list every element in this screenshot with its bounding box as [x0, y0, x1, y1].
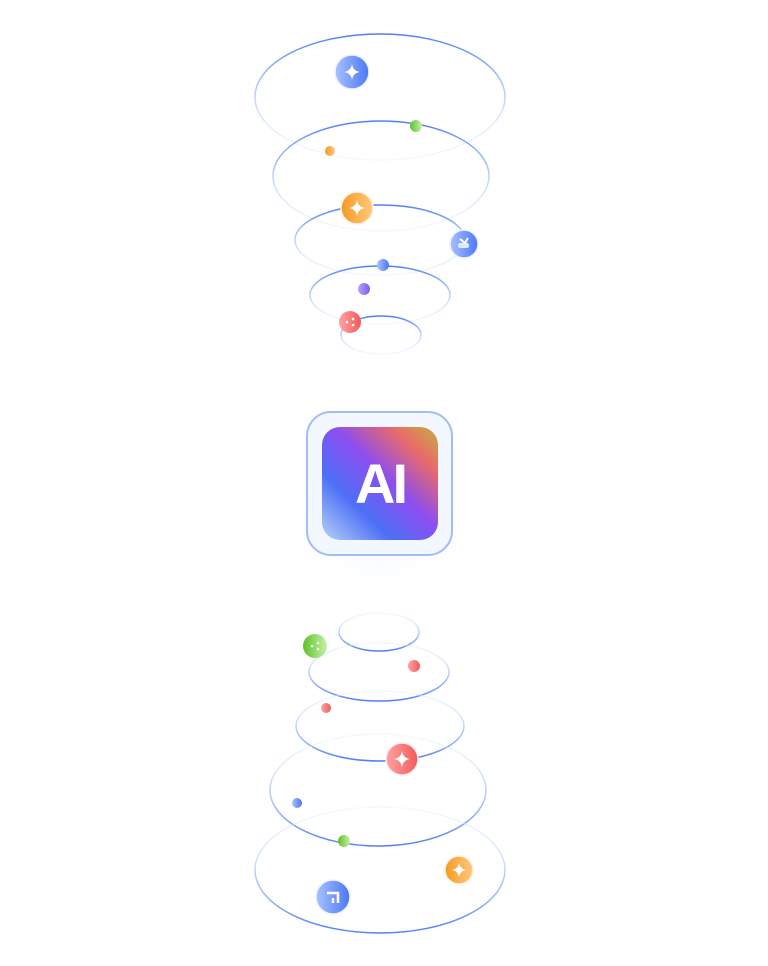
- bottom-rings: [254, 612, 506, 934]
- ring: [295, 690, 465, 762]
- blue-dot: [377, 259, 389, 271]
- red-dot: [321, 703, 331, 713]
- sparkle-icon: [334, 54, 370, 90]
- share-icon: [339, 311, 361, 333]
- purple-dot: [358, 283, 370, 295]
- orange-dot: [325, 146, 335, 156]
- green-dot: [410, 120, 422, 132]
- ring: [254, 33, 506, 161]
- chart-icon: [449, 229, 479, 259]
- red-dot: [408, 660, 420, 672]
- ring: [340, 315, 422, 355]
- green-dot: [338, 835, 350, 847]
- ai-logo-text: AI: [355, 452, 408, 515]
- ring: [254, 806, 506, 934]
- top-rings: [254, 33, 506, 355]
- ring: [308, 642, 450, 702]
- ring: [269, 733, 487, 847]
- sparkle-icon: [444, 855, 474, 885]
- ring: [338, 612, 420, 652]
- arrow-icon: [315, 879, 351, 915]
- sparkle-icon: [340, 191, 374, 225]
- sparkle-icon: [385, 742, 419, 776]
- logo-tile: [322, 427, 438, 540]
- share-icon: [303, 634, 327, 658]
- ring: [272, 120, 490, 232]
- blue-dot: [292, 798, 302, 808]
